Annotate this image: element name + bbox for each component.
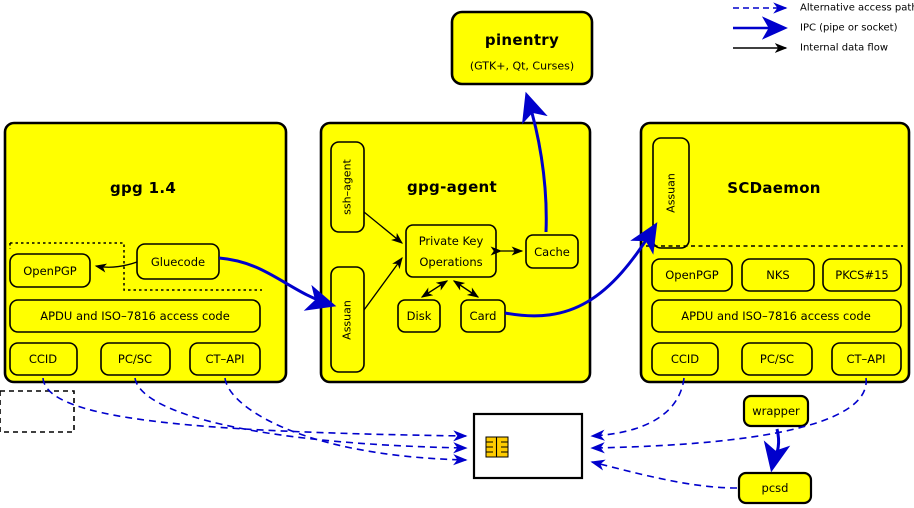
gpg-gluecode-label: Gluecode bbox=[150, 255, 206, 269]
ipc-wrapper-to-pcsd-arrow bbox=[763, 428, 791, 473]
gluecode-to-openpgp-arrow bbox=[94, 261, 138, 273]
gpg-agent-title: gpg-agent bbox=[406, 178, 498, 196]
agent-assuan-box bbox=[330, 266, 365, 373]
disk-to-pko-arrow bbox=[421, 280, 449, 298]
gpg-openpgp-box bbox=[9, 253, 91, 288]
altpath-gpg-ccid-to-card bbox=[42, 377, 468, 442]
agent-pko-label-line2: Operations bbox=[419, 255, 483, 269]
gpg-reader-ccid-box bbox=[9, 342, 78, 376]
agent-disk-label: Disk bbox=[406, 309, 432, 323]
scd-reader-ccid-box bbox=[651, 342, 719, 376]
altpath-gpg-pcsc-to-card bbox=[134, 377, 468, 454]
agent-cache-box bbox=[525, 234, 579, 269]
gpg-openpgp-label: OpenPGP bbox=[23, 264, 77, 278]
wrapper-dashed-region bbox=[0, 390, 75, 433]
legend-label-internal: Internal data flow bbox=[800, 42, 889, 54]
altpath-scd-ctapi-to-card bbox=[590, 377, 867, 454]
pcsd-box bbox=[737, 471, 813, 505]
gpg-reader-ctapi-box bbox=[189, 342, 261, 376]
agent-private-key-ops-box bbox=[405, 224, 497, 278]
scd-assuan-label: Assuan bbox=[664, 173, 678, 213]
scdaemon-title: SCDaemon bbox=[727, 179, 821, 197]
wrapper-box bbox=[742, 394, 810, 428]
legend-label-ipc: IPC (pipe or socket) bbox=[800, 22, 898, 34]
agent-ssh-agent-label: ssh–agent bbox=[340, 159, 354, 215]
gpg-reader-ctapi-label: CT–API bbox=[205, 352, 245, 366]
pinentry-subtitle: (GTK+, Qt, Curses) bbox=[469, 59, 575, 73]
wrapper-label: wrapper bbox=[752, 404, 800, 418]
gpg-title: gpg 1.4 bbox=[109, 179, 177, 197]
scd-apdu-box bbox=[651, 299, 902, 333]
scd-app-pkcs15-box bbox=[822, 258, 902, 292]
scd-reader-ccid-label: CCID bbox=[670, 352, 700, 366]
scd-reader-pcsc-box bbox=[741, 342, 813, 376]
pinentry-title: pinentry bbox=[484, 31, 560, 49]
legend-graphics bbox=[733, 2, 788, 53]
scd-app-openpgp-box bbox=[651, 258, 733, 292]
altpath-scd-ccid-to-card bbox=[590, 377, 685, 441]
ssh-agent-to-pko-arrow bbox=[363, 211, 404, 244]
altpath-pcsd-to-card bbox=[590, 459, 738, 489]
gpg-reader-ccid-label: CCID bbox=[28, 352, 58, 366]
scd-app-nks-label: NKS bbox=[766, 268, 790, 282]
pinentry-box bbox=[450, 10, 594, 86]
scd-reader-ctapi-label: CT–API bbox=[846, 352, 886, 366]
scd-reader-pcsc-label: PC/SC bbox=[759, 352, 795, 366]
gpg-gluecode-box bbox=[136, 243, 220, 280]
agent-ssh-agent-box bbox=[330, 141, 365, 233]
scd-apdu-label: APDU and ISO–7816 access code bbox=[681, 309, 871, 323]
gpg-reader-pcsc-label: PC/SC bbox=[117, 352, 153, 366]
ipc-gpg-to-agent-arrow bbox=[218, 256, 337, 311]
gpg-apdu-box bbox=[9, 299, 261, 333]
gpg-dotted-region-upper bbox=[10, 242, 262, 291]
assuan-to-pko-arrow bbox=[363, 256, 403, 311]
agent-card-box bbox=[460, 299, 506, 333]
ipc-cache-to-pinentry-arrow bbox=[522, 91, 548, 233]
altpath-gpg-ctapi-to-card bbox=[224, 377, 468, 466]
agent-assuan-label: Assuan bbox=[340, 300, 354, 340]
agent-disk-box bbox=[397, 299, 441, 333]
legend-label-alt-path: Alternative access paths bbox=[800, 2, 914, 14]
smartcard-chip-icon bbox=[485, 436, 509, 458]
card-to-pko-arrow bbox=[452, 280, 479, 298]
pcsd-label: pcsd bbox=[761, 481, 789, 495]
scd-app-openpgp-label: OpenPGP bbox=[665, 268, 719, 282]
gpg-reader-pcsc-box bbox=[100, 342, 171, 376]
ipc-agent-to-scdaemon-arrow bbox=[504, 222, 658, 318]
gpg-apdu-label: APDU and ISO–7816 access code bbox=[40, 309, 230, 323]
agent-pko-label-line1: Private Key bbox=[418, 234, 484, 248]
scd-app-nks-box bbox=[741, 258, 815, 292]
agent-cache-label: Cache bbox=[534, 245, 570, 259]
agent-card-label: Card bbox=[469, 309, 497, 323]
scd-assuan-box bbox=[652, 137, 690, 249]
scd-app-pkcs15-label: PKCS#15 bbox=[835, 268, 889, 282]
scd-reader-ctapi-box bbox=[831, 342, 902, 376]
